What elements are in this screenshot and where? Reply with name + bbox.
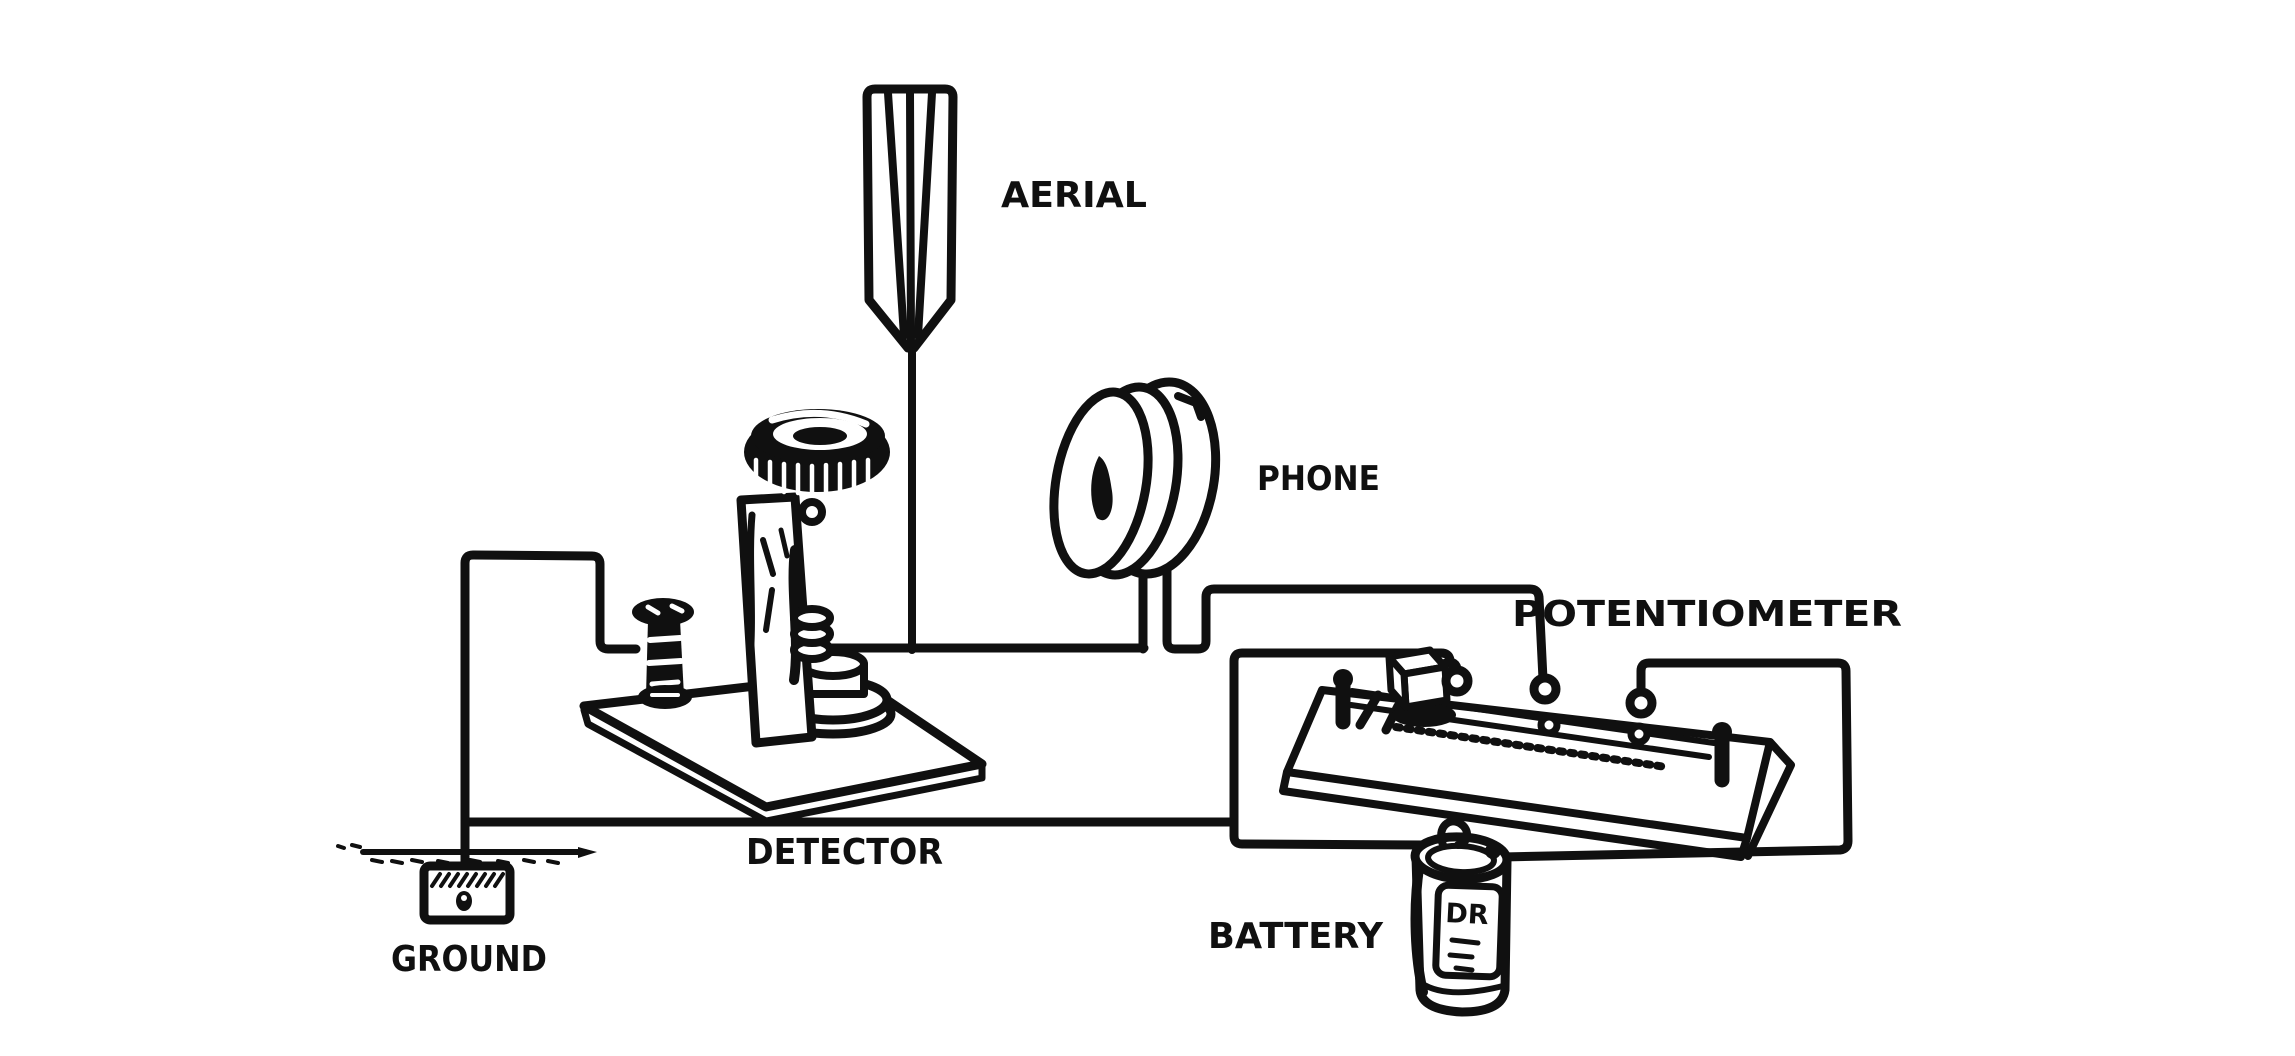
battery-right-terminal	[1485, 843, 1501, 859]
potentiometer-right-support-cap	[1712, 722, 1732, 742]
potentiometer-base-thickness	[1279, 768, 1751, 861]
potentiometer-middle-post-lower	[1537, 713, 1561, 737]
ground-surface-arrow-flourish	[578, 847, 597, 858]
wire-potentiometer-to-battery	[1497, 658, 1853, 862]
label-phone: PHONE	[1257, 459, 1380, 499]
detector-screw-tip	[798, 498, 826, 526]
potentiometer-right-post	[1625, 687, 1657, 719]
potentiometer-left-support-cap	[1333, 669, 1353, 689]
detector-ring-stack	[790, 605, 834, 663]
battery-cell-text: DR	[1445, 898, 1490, 931]
phone-earpiece	[1049, 377, 1221, 580]
aerial-fan-wire-3	[914, 89, 936, 340]
label-potentiometer: POTENTIOMETER	[1512, 594, 1902, 635]
potentiometer-right-post-lower	[1627, 722, 1651, 746]
wire-phone-to-potentiometer	[1162, 555, 1548, 684]
detector-knurled-knob	[744, 409, 890, 526]
potentiometer-base-right-end	[1744, 738, 1795, 860]
wire-junction-to-slider	[1229, 648, 1460, 831]
battery-side-shading	[1410, 863, 1428, 997]
label-aerial: AERIAL	[1001, 175, 1147, 216]
battery-dry-cell: DR	[1410, 817, 1512, 1017]
detector-left-binding-post	[632, 598, 694, 709]
potentiometer-winding	[1392, 723, 1670, 771]
ground-plate-hatching	[430, 872, 505, 888]
battery-left-terminal-curl	[1437, 817, 1471, 849]
ground-plate-bolt-highlight	[461, 895, 467, 901]
aerial-symbol	[862, 84, 958, 353]
potentiometer-middle-post	[1529, 673, 1561, 705]
aerial-fan-wire-1	[884, 89, 908, 340]
potentiometer-base-board	[1283, 686, 1774, 842]
wire-junction-to-battery	[1229, 813, 1433, 850]
aerial-fan-wire-2	[906, 89, 915, 348]
label-detector: DETECTOR	[746, 832, 943, 873]
label-ground: GROUND	[391, 939, 547, 980]
label-battery: BATTERY	[1208, 916, 1384, 957]
ground-symbol	[336, 843, 597, 925]
detector-assembly	[579, 409, 987, 825]
phone-ear-hole-shadow	[1091, 456, 1113, 521]
battery-label-scribbles	[1447, 937, 1481, 973]
diagram-labels: AERIAL PHONE POTENTIOMETER DETECTOR BATT…	[391, 175, 1902, 980]
potentiometer-slider-block	[1355, 646, 1462, 735]
potentiometer-assembly	[1279, 646, 1795, 861]
wire-ground-to-detector	[460, 550, 641, 869]
detector-pillar	[736, 492, 817, 748]
aerial-fan-outline	[862, 84, 958, 353]
circuit-wires	[460, 343, 1853, 869]
detector-base-thickness	[580, 706, 986, 825]
phone-body-step	[1174, 392, 1205, 421]
potentiometer-slider-post	[1441, 665, 1473, 697]
